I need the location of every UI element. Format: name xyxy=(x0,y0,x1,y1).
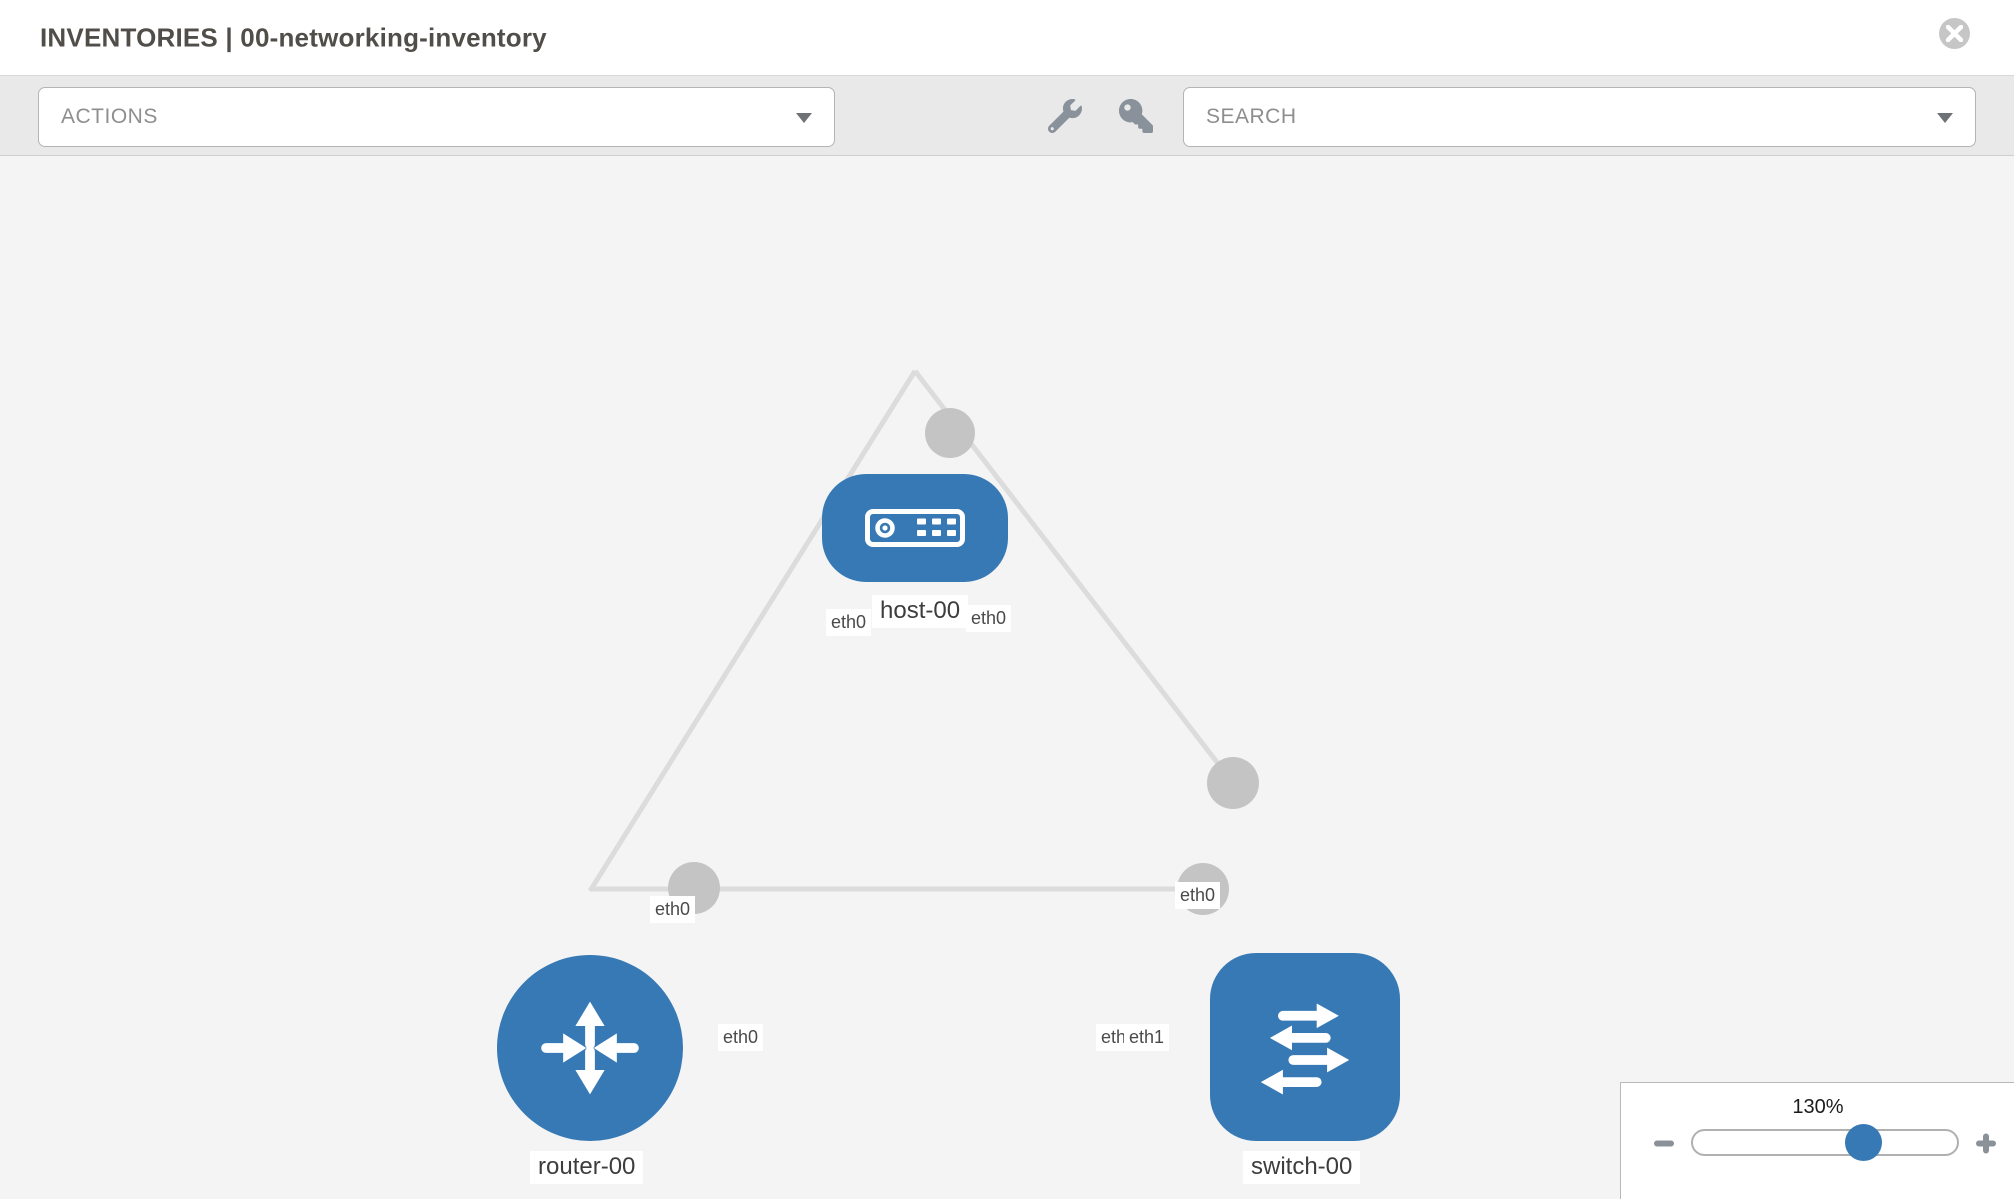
actions-dropdown-label: ACTIONS xyxy=(61,105,158,128)
chevron-down-icon xyxy=(1937,113,1953,123)
port-host-eth xyxy=(925,408,975,458)
node-host-00[interactable] xyxy=(822,474,1008,582)
zoom-level: 130% xyxy=(1792,1096,1844,1118)
topology-canvas[interactable]: host-00 router-00 switch-00 eth0 eth0 et… xyxy=(0,156,2014,1199)
iface-label-host-eth0-left: eth0 xyxy=(826,609,872,636)
switch-icon xyxy=(1260,1003,1350,1095)
zoom-slider-handle[interactable] xyxy=(1845,1124,1882,1161)
iface-label-router-eth0-uplink: eth0 xyxy=(650,896,696,923)
close-button[interactable] xyxy=(1939,18,1970,49)
port-switch-eth0 xyxy=(1207,757,1259,809)
iface-label-router-eth0: eth0 xyxy=(718,1024,764,1051)
wrench-icon[interactable] xyxy=(1048,99,1082,133)
iface-label-switch-eth0: eth0 xyxy=(1175,882,1221,909)
node-label-switch-00: switch-00 xyxy=(1243,1151,1361,1184)
iface-label-host-eth0-right: eth0 xyxy=(966,605,1012,632)
actions-dropdown[interactable]: ACTIONS xyxy=(38,87,835,147)
zoom-in-button[interactable] xyxy=(1969,1126,2003,1160)
link-host-router[interactable] xyxy=(587,369,918,893)
search-placeholder: SEARCH xyxy=(1206,105,1297,128)
node-switch-00[interactable] xyxy=(1210,953,1400,1141)
node-router-00[interactable] xyxy=(497,955,683,1141)
topology-links-layer xyxy=(587,369,1259,915)
iface-label-switch-eth1: eth1 xyxy=(1124,1024,1170,1051)
host-icon xyxy=(865,509,965,547)
toolbar: ACTIONS SEARCH xyxy=(0,76,2014,156)
zoom-panel: 130% xyxy=(1620,1082,2014,1199)
zoom-slider-track[interactable] xyxy=(1691,1124,1959,1161)
key-icon[interactable] xyxy=(1119,99,1153,133)
node-label-router-00: router-00 xyxy=(530,1151,644,1184)
search-dropdown[interactable]: SEARCH xyxy=(1183,87,1976,147)
router-icon xyxy=(541,1001,639,1095)
window-header: INVENTORIES | 00-networking-inventory xyxy=(0,0,2014,76)
zoom-out-button[interactable] xyxy=(1647,1126,1681,1160)
page-title: INVENTORIES | 00-networking-inventory xyxy=(40,22,547,52)
node-label-host-00: host-00 xyxy=(872,595,969,628)
chevron-down-icon xyxy=(796,113,812,123)
close-icon xyxy=(1946,25,1963,42)
